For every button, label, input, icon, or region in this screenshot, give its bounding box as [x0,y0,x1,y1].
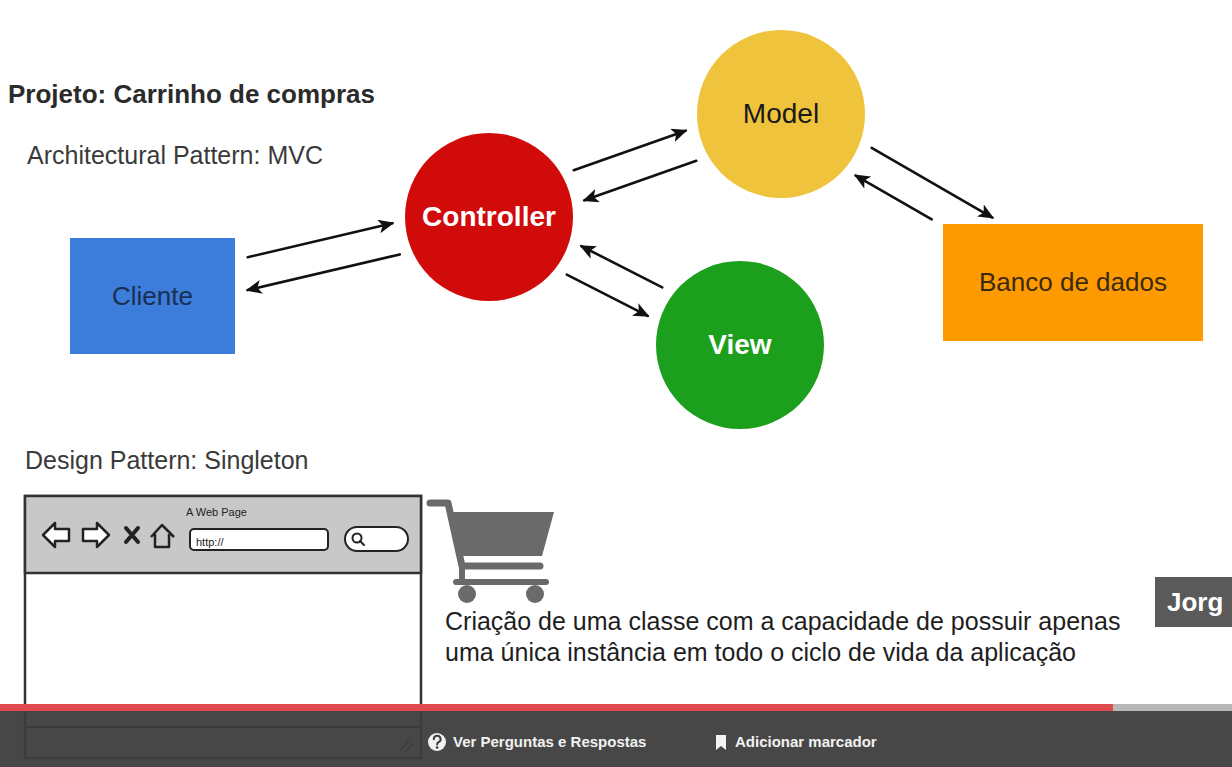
circle-fill [405,133,573,301]
flow-arrow [584,161,696,200]
model-circle: Model [697,30,865,198]
flow-arrow [856,176,932,220]
section-heading: Architectural Pattern: MVC [27,141,323,170]
video-control: Adicionar marcador [735,733,877,750]
presenter-badge-holder: Jorg [1155,577,1232,627]
circle-fill [656,261,824,429]
url-text: http:// [196,536,224,548]
client-box: Cliente [70,238,235,354]
video-control-holder: Adicionar marcador [735,733,877,751]
node-label: Banco de dados [979,267,1167,298]
description-text: Criação de uma classe com a capacidade d… [445,606,1150,668]
flow-arrow [574,131,686,170]
box-fill [943,224,1203,341]
node-label: Cliente [112,281,193,312]
browser-tab-title: A Web Page [186,506,247,518]
controller-circle: Controller [405,133,573,301]
cart-icon [430,503,554,603]
browser-tab-title-holder: A Web Page [186,502,247,520]
title-holder: Projeto: Carrinho de compras [8,79,375,110]
flow-arrow [248,254,400,290]
page-title: Projeto: Carrinho de compras [8,79,375,110]
node-label: Model [743,98,819,130]
presenter-badge: Jorg [1167,587,1223,618]
description-text-holder: Criação de uma classe com a capacidade d… [445,606,1150,668]
video-control-holder: Ver Perguntas e Respostas [453,733,646,751]
video-control: Ver Perguntas e Respostas [453,733,646,750]
section-heading-holder: Design Pattern: Singleton [25,446,309,475]
flow-arrow [567,275,648,316]
section-heading-holder: Architectural Pattern: MVC [27,141,323,170]
node-label: View [708,329,771,361]
view-circle: View [656,261,824,429]
section-heading: Design Pattern: Singleton [25,446,309,475]
box-fill [70,238,235,354]
circle-fill [697,30,865,198]
database-box: Banco de dados [943,224,1203,341]
flow-arrow [248,223,393,257]
node-label: Controller [422,201,556,233]
video-bar [0,704,1232,767]
flow-arrow [872,148,993,218]
url-text-holder: http:// [196,532,224,550]
flow-arrow [581,246,662,287]
